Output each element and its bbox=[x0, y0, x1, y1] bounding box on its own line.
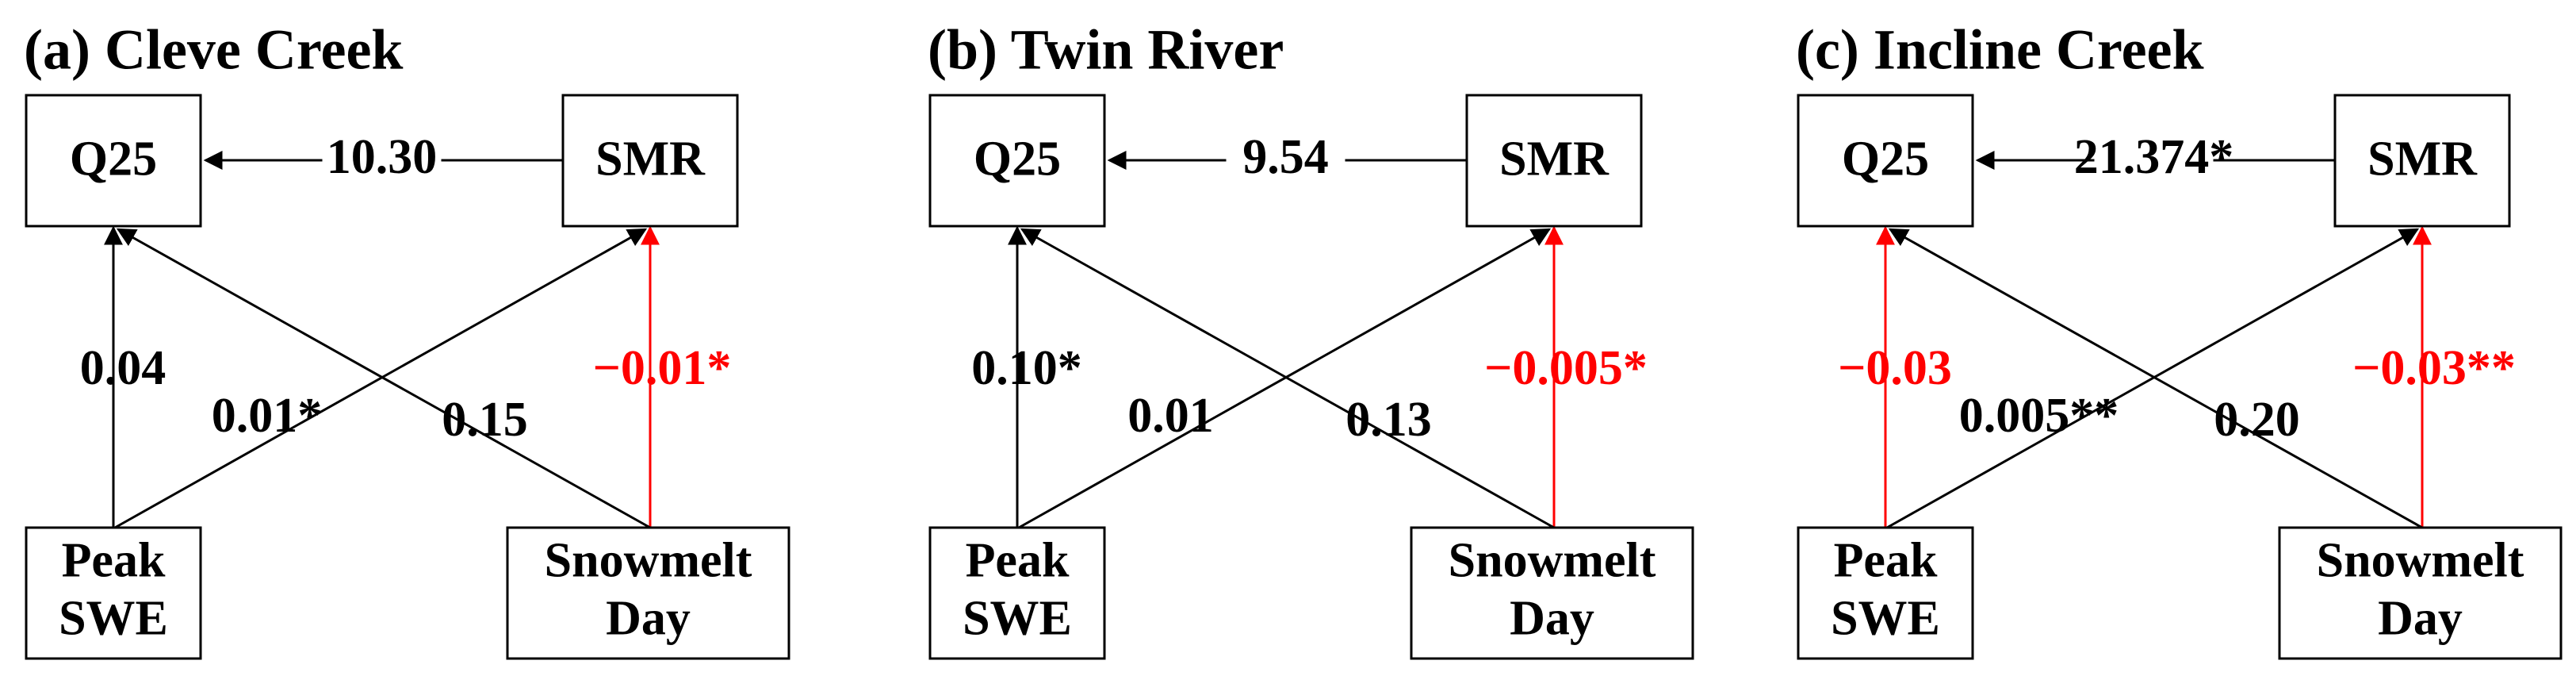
panel-title: (b) Twin River bbox=[928, 18, 1284, 82]
edge-snow-to-q25 bbox=[1020, 228, 1555, 529]
node-smr bbox=[561, 94, 739, 228]
panel-title: (c) Incline Creek bbox=[1796, 18, 2204, 82]
node-q25-label: Q25 bbox=[1842, 133, 1929, 186]
node-smr-label: SMR bbox=[1499, 133, 1610, 186]
node-peak-swe-label-line2: SWE bbox=[963, 592, 1072, 646]
node-q25 bbox=[25, 94, 202, 228]
node-snowmelt-day-label-line2: Day bbox=[606, 592, 691, 646]
edge-peak-to-smr bbox=[1018, 228, 1552, 529]
node-smr bbox=[1465, 94, 1643, 228]
node-peak-swe-label-line1: Peak bbox=[62, 534, 166, 588]
node-q25 bbox=[1797, 94, 1974, 228]
label-bg bbox=[322, 136, 442, 184]
panel-title: (a) Cleve Creek bbox=[24, 18, 403, 82]
node-snowmelt-day bbox=[506, 526, 790, 660]
coef-peak-q25: 0.04 bbox=[80, 341, 167, 395]
coef-peak-q25: −0.03 bbox=[1838, 341, 1952, 395]
node-smr-label: SMR bbox=[595, 133, 706, 186]
node-q25-label: Q25 bbox=[974, 133, 1061, 186]
coef-snow-smr: −0.005* bbox=[1484, 341, 1648, 395]
node-peak-swe bbox=[1797, 526, 1974, 660]
panel-1: (b) Twin River 9.54 0.10* −0.005* 0.01 0.13 Q2… bbox=[928, 18, 1694, 660]
node-peak-swe-label-line2: SWE bbox=[59, 592, 168, 646]
node-smr bbox=[2333, 94, 2511, 228]
coef-peak-smr: 0.005** bbox=[1959, 389, 2119, 443]
coef-snow-smr: −0.03** bbox=[2352, 341, 2516, 395]
coef-peak-q25: 0.10* bbox=[971, 341, 1082, 395]
edge-peak-to-smr bbox=[114, 228, 648, 529]
node-snowmelt-day-label-line1: Snowmelt bbox=[1449, 534, 1656, 588]
coef-peak-smr: 0.01* bbox=[212, 389, 323, 443]
node-peak-swe bbox=[928, 526, 1106, 660]
node-peak-swe-label-line1: Peak bbox=[1834, 534, 1938, 588]
node-peak-swe-label-line1: Peak bbox=[966, 534, 1070, 588]
node-q25 bbox=[928, 94, 1106, 228]
edge-snow-to-q25 bbox=[1888, 228, 2423, 529]
label-bg bbox=[1226, 136, 1345, 184]
coef-snow-smr: −0.01* bbox=[593, 341, 732, 395]
coef-snow-q25: 0.20 bbox=[2214, 393, 2300, 447]
node-peak-swe-label-line2: SWE bbox=[1831, 592, 1940, 646]
node-snowmelt-day bbox=[1410, 526, 1694, 660]
coef-snow-q25: 0.13 bbox=[1345, 393, 1432, 447]
node-snowmelt-day-label-line1: Snowmelt bbox=[545, 534, 752, 588]
node-peak-swe bbox=[25, 526, 202, 660]
node-snowmelt-day-label-line2: Day bbox=[1510, 592, 1594, 646]
coef-peak-smr: 0.01 bbox=[1127, 389, 1214, 443]
panel-0: (a) Cleve Creek 10.30 0.04 −0.01* 0.01* 0.15 Q… bbox=[24, 18, 790, 660]
node-snowmelt-day-label-line1: Snowmelt bbox=[2317, 534, 2524, 588]
edge-peak-to-smr bbox=[1886, 228, 2420, 529]
coef-snow-q25: 0.15 bbox=[442, 393, 528, 447]
coef-smr-q25: 10.30 bbox=[327, 130, 438, 184]
node-smr-label: SMR bbox=[2367, 133, 2478, 186]
node-q25-label: Q25 bbox=[70, 133, 157, 186]
panel-2: (c) Incline Creek 21.374* −0.03 −0.03** 0.00… bbox=[1796, 18, 2563, 660]
label-bg bbox=[2094, 136, 2214, 184]
coef-smr-q25: 21.374* bbox=[2074, 130, 2234, 184]
coef-smr-q25: 9.54 bbox=[1242, 130, 1329, 184]
node-snowmelt-day bbox=[2278, 526, 2563, 660]
edge-snow-to-q25 bbox=[116, 228, 651, 529]
node-snowmelt-day-label-line2: Day bbox=[2378, 592, 2463, 646]
